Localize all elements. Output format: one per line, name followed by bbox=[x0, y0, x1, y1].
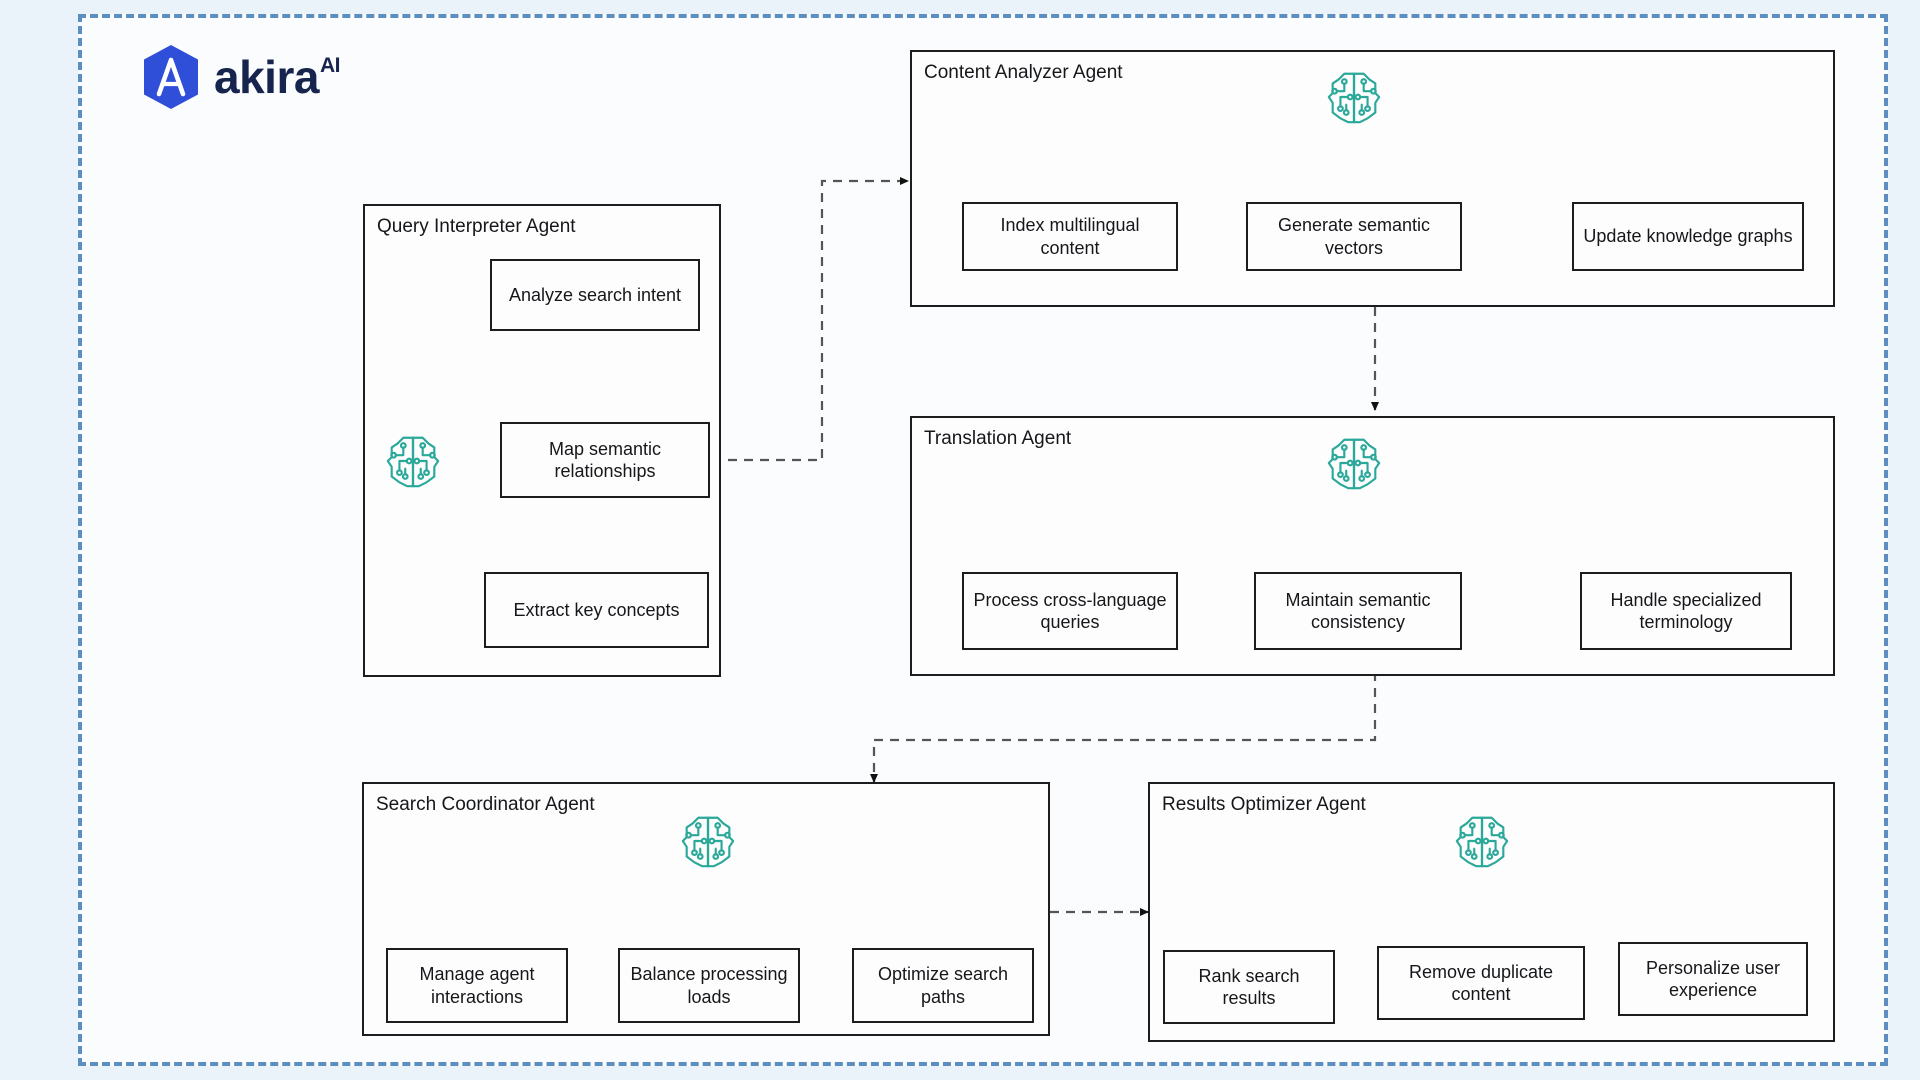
task-box[interactable]: Rank search results bbox=[1163, 950, 1335, 1024]
brain-circuit-icon bbox=[681, 816, 735, 868]
brain-circuit-icon bbox=[386, 436, 440, 488]
brand-superscript: AI bbox=[319, 54, 341, 77]
brain-circuit-icon bbox=[1327, 438, 1381, 490]
task-box[interactable]: Maintain semantic consistency bbox=[1254, 572, 1462, 650]
brain-circuit-icon bbox=[1327, 72, 1381, 124]
task-box[interactable]: Handle specialized terminology bbox=[1580, 572, 1792, 650]
task-box[interactable]: Map semantic relationships bbox=[500, 422, 710, 498]
task-box[interactable]: Manage agent interactions bbox=[386, 948, 568, 1023]
task-box[interactable]: Generate semantic vectors bbox=[1246, 202, 1462, 271]
akira-hexagon-logo-icon bbox=[144, 45, 198, 109]
task-box[interactable]: Process cross-language queries bbox=[962, 572, 1178, 650]
agent-title-query-interpreter: Query Interpreter Agent bbox=[377, 216, 576, 237]
brand-name: akira bbox=[214, 51, 319, 103]
task-box[interactable]: Analyze search intent bbox=[490, 259, 700, 331]
task-box[interactable]: Index multilingual content bbox=[962, 202, 1178, 271]
agent-title-search-coordinator: Search Coordinator Agent bbox=[376, 794, 595, 815]
task-box[interactable]: Balance processing loads bbox=[618, 948, 800, 1023]
task-box[interactable]: Remove duplicate content bbox=[1377, 946, 1585, 1020]
agent-title-translation: Translation Agent bbox=[924, 428, 1072, 449]
agent-title-results-optimizer: Results Optimizer Agent bbox=[1162, 794, 1366, 815]
agent-title-content-analyzer: Content Analyzer Agent bbox=[924, 62, 1123, 83]
task-box[interactable]: Personalize user experience bbox=[1618, 942, 1808, 1016]
task-box[interactable]: Extract key concepts bbox=[484, 572, 709, 648]
brain-circuit-icon bbox=[1455, 816, 1509, 868]
task-box[interactable]: Update knowledge graphs bbox=[1572, 202, 1804, 271]
task-box[interactable]: Optimize search paths bbox=[852, 948, 1034, 1023]
